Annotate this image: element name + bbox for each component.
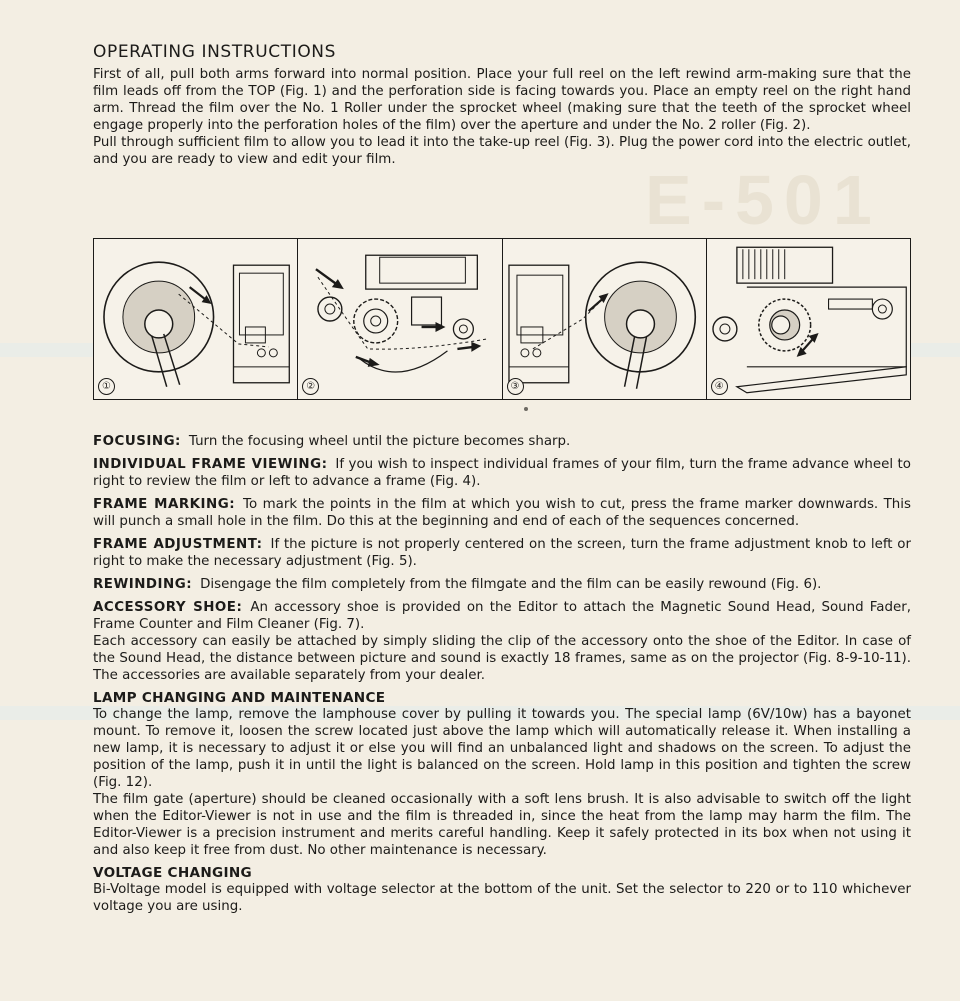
section-heading: VOLTAGE CHANGING xyxy=(93,865,252,881)
instruction-sections: FOCUSING: Turn the focusing wheel until t… xyxy=(93,433,911,921)
operating-instructions: OPERATING INSTRUCTIONS First of all, pul… xyxy=(93,42,911,168)
page-title: OPERATING INSTRUCTIONS xyxy=(93,42,337,62)
figure-2: ② xyxy=(298,239,503,399)
reel-threading-illustration xyxy=(103,261,290,387)
section-text: Bi-Voltage model is equipped with voltag… xyxy=(93,882,911,914)
section-heading: LAMP CHANGING AND MAINTENANCE xyxy=(93,690,386,706)
operating-paragraph-1: First of all, pull both arms forward int… xyxy=(93,67,911,133)
section-text: If you wish to inspect individual frames… xyxy=(93,457,911,489)
section-individual-frame-viewing: INDIVIDUAL FRAME VIEWING:If you wish to … xyxy=(93,456,911,490)
figure-number: ③ xyxy=(506,378,524,395)
frame-advance-illustration xyxy=(712,246,907,394)
section-frame-adjustment: FRAME ADJUSTMENT:If the picture is not p… xyxy=(93,536,911,570)
section-text: An accessory shoe is provided on the Edi… xyxy=(93,600,911,632)
section-voltage-changing: VOLTAGE CHANGING Bi-Voltage model is equ… xyxy=(93,865,911,915)
figure-strip: ① xyxy=(93,238,911,400)
bleed-through-mark: E-501 xyxy=(645,161,882,239)
section-lamp-changing: LAMP CHANGING AND MAINTENANCE To change … xyxy=(93,690,911,859)
bleed-through-band xyxy=(0,706,960,720)
figure-number: ④ xyxy=(710,378,728,395)
section-text: The film gate (aperture) should be clean… xyxy=(93,792,911,858)
section-accessory-shoe: ACCESSORY SHOE:An accessory shoe is prov… xyxy=(93,599,911,684)
section-rewinding: REWINDING: Disengage the film completely … xyxy=(93,576,911,593)
section-label: FOCUSING: xyxy=(93,434,181,449)
section-label: REWINDING: xyxy=(93,577,193,592)
figure-1: ① xyxy=(94,239,299,399)
section-label: INDIVIDUAL FRAME VIEWING: xyxy=(93,457,328,472)
figure-number: ① xyxy=(98,378,115,395)
section-label: FRAME ADJUSTMENT: xyxy=(93,537,263,552)
section-text: To change the lamp, remove the lamphouse… xyxy=(93,707,911,790)
section-text: Disengage the film completely from the f… xyxy=(200,577,822,592)
figure-number: ② xyxy=(302,378,320,395)
section-text: If the picture is not properly centered … xyxy=(93,537,911,569)
section-frame-marking: FRAME MARKING:To mark the points in the … xyxy=(93,496,911,530)
printed-dot xyxy=(524,407,528,411)
operating-paragraph-2: Pull through sufficient film to allow yo… xyxy=(93,135,911,167)
figure-3: ③ xyxy=(503,239,707,399)
sprocket-threading-illustration xyxy=(315,254,488,373)
takeup-reel-illustration xyxy=(507,261,696,389)
figure-4: ④ xyxy=(707,239,910,399)
section-text: Each accessory can easily be attached by… xyxy=(93,634,911,683)
section-label: ACCESSORY SHOE: xyxy=(93,600,243,615)
section-text: Turn the focusing wheel until the pictur… xyxy=(188,434,571,449)
section-text: To mark the points in the film at which … xyxy=(93,497,911,529)
section-focusing: FOCUSING: Turn the focusing wheel until t… xyxy=(93,433,911,450)
section-label: FRAME MARKING: xyxy=(93,497,236,512)
